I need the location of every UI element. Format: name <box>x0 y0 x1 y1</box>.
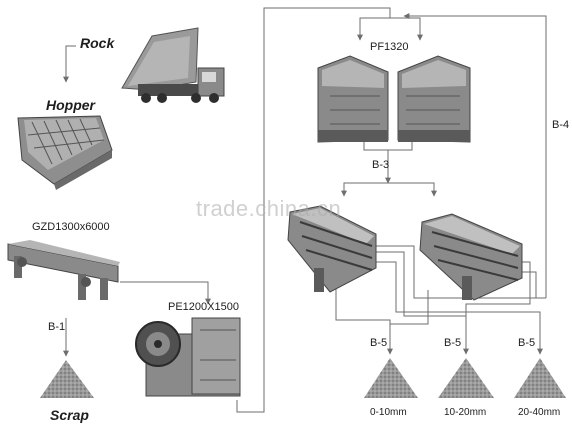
product-pile-20-40-illustration <box>514 358 566 398</box>
label-size-0-10: 0-10mm <box>370 407 407 418</box>
connector-feeder-to-jaw <box>120 281 211 305</box>
label-belt-b3: B-3 <box>372 159 390 171</box>
label-scrap: Scrap <box>50 407 89 423</box>
connector-screen-left-coarse <box>376 261 543 355</box>
label-size-10-20: 10-20mm <box>444 407 487 418</box>
connector-b4-return <box>403 13 547 298</box>
connector-jaw-to-impact <box>236 7 391 413</box>
label-belt-b5-a: B-5 <box>370 337 388 349</box>
connector-screen-left-fine <box>335 278 393 355</box>
impact-crusher-left-illustration <box>317 55 389 143</box>
label-hopper: Hopper <box>46 97 95 113</box>
label-belt-b4: B-4 <box>552 119 570 131</box>
connector-b3-split <box>343 182 435 192</box>
connector-rock-to-hopper <box>63 45 76 83</box>
product-pile-0-10-illustration <box>364 358 418 398</box>
product-pile-10-20-illustration <box>438 358 494 398</box>
connector-screen-right-coarse <box>522 271 546 299</box>
label-impact-model: PF1320 <box>370 41 409 53</box>
label-jaw-model: PE1200X1500 <box>168 301 239 313</box>
dump-truck-illustration <box>121 27 225 103</box>
hopper-illustration <box>17 115 113 190</box>
connector-impact-to-b3 <box>363 142 413 151</box>
flow-connectors <box>63 7 547 413</box>
label-rock: Rock <box>80 35 115 51</box>
vibrating-screen-right-illustration <box>419 213 523 301</box>
connector-screen-right-fine <box>390 290 429 325</box>
impact-crusher-right-illustration <box>397 55 471 143</box>
jaw-crusher-illustration <box>135 317 241 397</box>
label-belt-b1: B-1 <box>48 321 66 333</box>
connector-top-split-right <box>390 17 421 36</box>
label-feeder-model: GZD1300x6000 <box>32 221 110 233</box>
connector-screen-left-mid <box>376 251 469 355</box>
label-size-20-40: 20-40mm <box>518 407 561 418</box>
scrap-pile-illustration <box>40 360 94 398</box>
vibrating-feeder-illustration <box>7 240 120 300</box>
watermark-text: trade.china.cn <box>196 196 342 221</box>
label-belt-b5-c: B-5 <box>518 337 536 349</box>
label-belt-b5-b: B-5 <box>444 337 462 349</box>
connector-screen-right-mid <box>465 261 531 316</box>
vibrating-screen-left-illustration <box>287 205 377 293</box>
connector-screen-left-over <box>376 245 546 299</box>
